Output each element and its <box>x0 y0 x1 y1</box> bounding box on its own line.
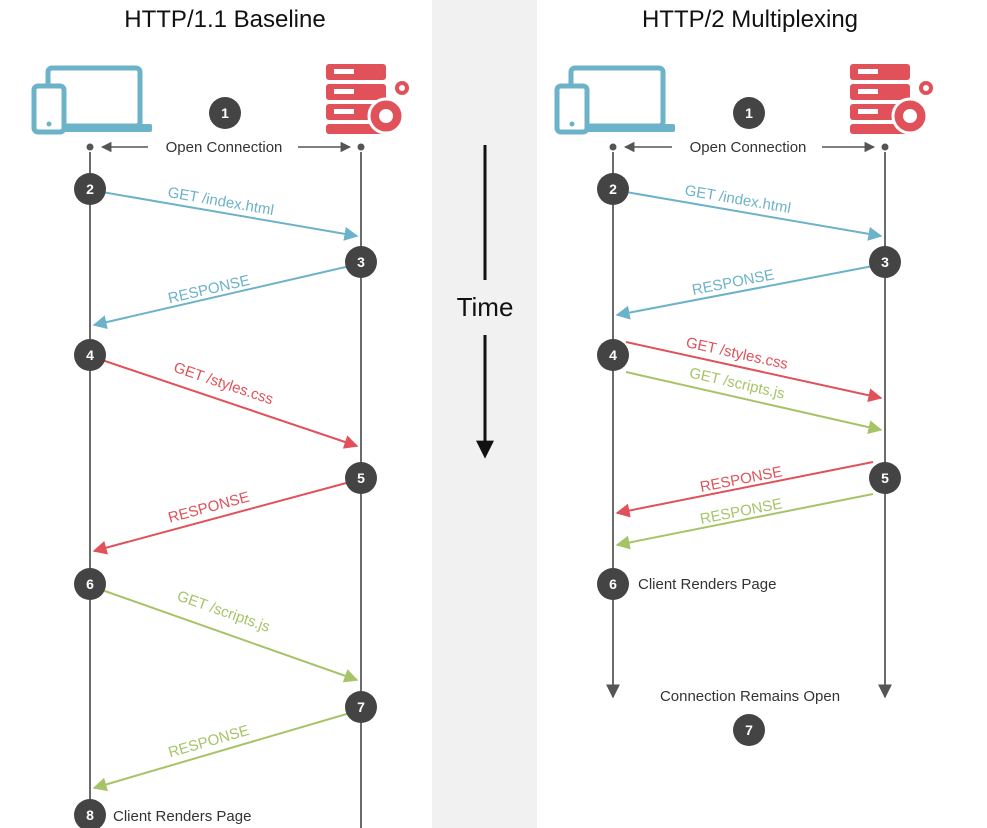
svg-text:2: 2 <box>86 181 94 197</box>
svg-text:4: 4 <box>609 347 617 363</box>
message-arrow <box>92 265 351 329</box>
step-node: 2 <box>74 173 106 205</box>
svg-text:1: 1 <box>221 105 229 121</box>
message-arrow <box>101 191 359 241</box>
time-label: Time <box>457 292 514 322</box>
server-gear-icon <box>326 64 411 135</box>
step-node: 7 <box>345 691 377 723</box>
svg-text:8: 8 <box>86 807 94 823</box>
step-node: 1 <box>209 97 241 129</box>
message-arrow <box>625 191 883 241</box>
message-label: GET /scripts.js <box>175 588 272 636</box>
svg-text:4: 4 <box>86 347 94 363</box>
time-axis: Time <box>457 145 514 459</box>
message-label: RESPONSE <box>699 495 784 528</box>
step-node: 4 <box>74 339 106 371</box>
open-connection-label: Open Connection <box>166 139 283 156</box>
panel-http2: HTTP/2 Multiplexing <box>554 6 935 746</box>
step-node: 1 <box>733 97 765 129</box>
step-node: 4 <box>597 339 629 371</box>
step-node: 2 <box>597 173 629 205</box>
laptop-phone-icon <box>554 65 675 135</box>
svg-text:3: 3 <box>881 254 889 270</box>
message-arrow <box>101 589 359 683</box>
panel-http11: HTTP/1.1 Baseline <box>31 6 411 828</box>
message-arrow <box>615 493 874 550</box>
step-node: 7 <box>733 714 765 746</box>
laptop-phone-icon <box>31 65 152 135</box>
connection-open-note: Connection Remains Open <box>660 688 840 705</box>
panel-title: HTTP/2 Multiplexing <box>642 6 858 33</box>
message-arrow <box>101 359 359 449</box>
panel-title: HTTP/1.1 Baseline <box>124 6 325 33</box>
svg-text:6: 6 <box>86 576 94 592</box>
message-arrow <box>615 461 874 518</box>
svg-text:5: 5 <box>357 470 365 486</box>
message-arrow <box>625 341 883 403</box>
client-renders-note: Client Renders Page <box>638 576 776 593</box>
client-renders-note: Client Renders Page <box>113 808 251 825</box>
message-arrow <box>625 371 883 435</box>
message-label: RESPONSE <box>166 722 251 761</box>
svg-text:7: 7 <box>745 722 753 738</box>
svg-text:3: 3 <box>357 254 365 270</box>
server-gear-icon <box>850 64 935 135</box>
open-connection-label: Open Connection <box>690 139 807 156</box>
message-label: RESPONSE <box>166 272 251 307</box>
step-node: 3 <box>345 246 377 278</box>
step-node: 6 <box>74 568 106 600</box>
step-node: 6 <box>597 568 629 600</box>
step-node: 8 <box>74 799 106 828</box>
step-node: 5 <box>345 462 377 494</box>
svg-text:5: 5 <box>881 470 889 486</box>
message-arrow <box>615 265 874 320</box>
svg-text:1: 1 <box>745 105 753 121</box>
message-label: GET /index.html <box>166 184 275 219</box>
message-label: RESPONSE <box>691 266 776 299</box>
message-label: RESPONSE <box>699 463 784 496</box>
svg-text:2: 2 <box>609 181 617 197</box>
svg-text:6: 6 <box>609 576 617 592</box>
message-arrow <box>92 481 351 555</box>
step-node: 3 <box>869 246 901 278</box>
message-arrow <box>92 712 351 792</box>
step-node: 5 <box>869 462 901 494</box>
svg-text:7: 7 <box>357 699 365 715</box>
